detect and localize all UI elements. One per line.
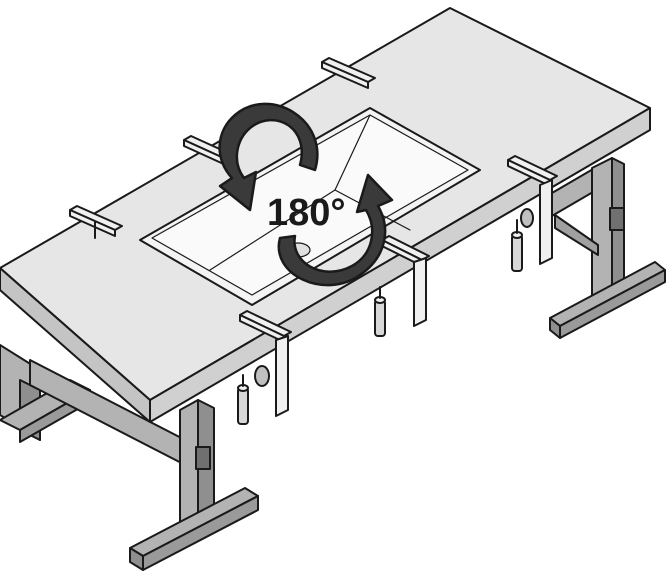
front-leg-frame: [29, 359, 259, 571]
latch-icon: [609, 207, 625, 231]
clamp-front-center: [237, 310, 292, 425]
rotate-arrow-lower-icon: [277, 173, 394, 287]
clamp-right: [507, 155, 558, 272]
back-right-leg-frame: [539, 157, 666, 339]
latch-icon: [195, 446, 211, 470]
sink-opening: [139, 107, 481, 306]
rotation-arrows[interactable]: [218, 102, 394, 287]
clamp-back-left: [69, 205, 123, 239]
rotate-arrow-upper-icon: [218, 102, 319, 212]
clamp-back-middle: [321, 57, 376, 89]
rotation-label: 180°: [267, 192, 346, 234]
